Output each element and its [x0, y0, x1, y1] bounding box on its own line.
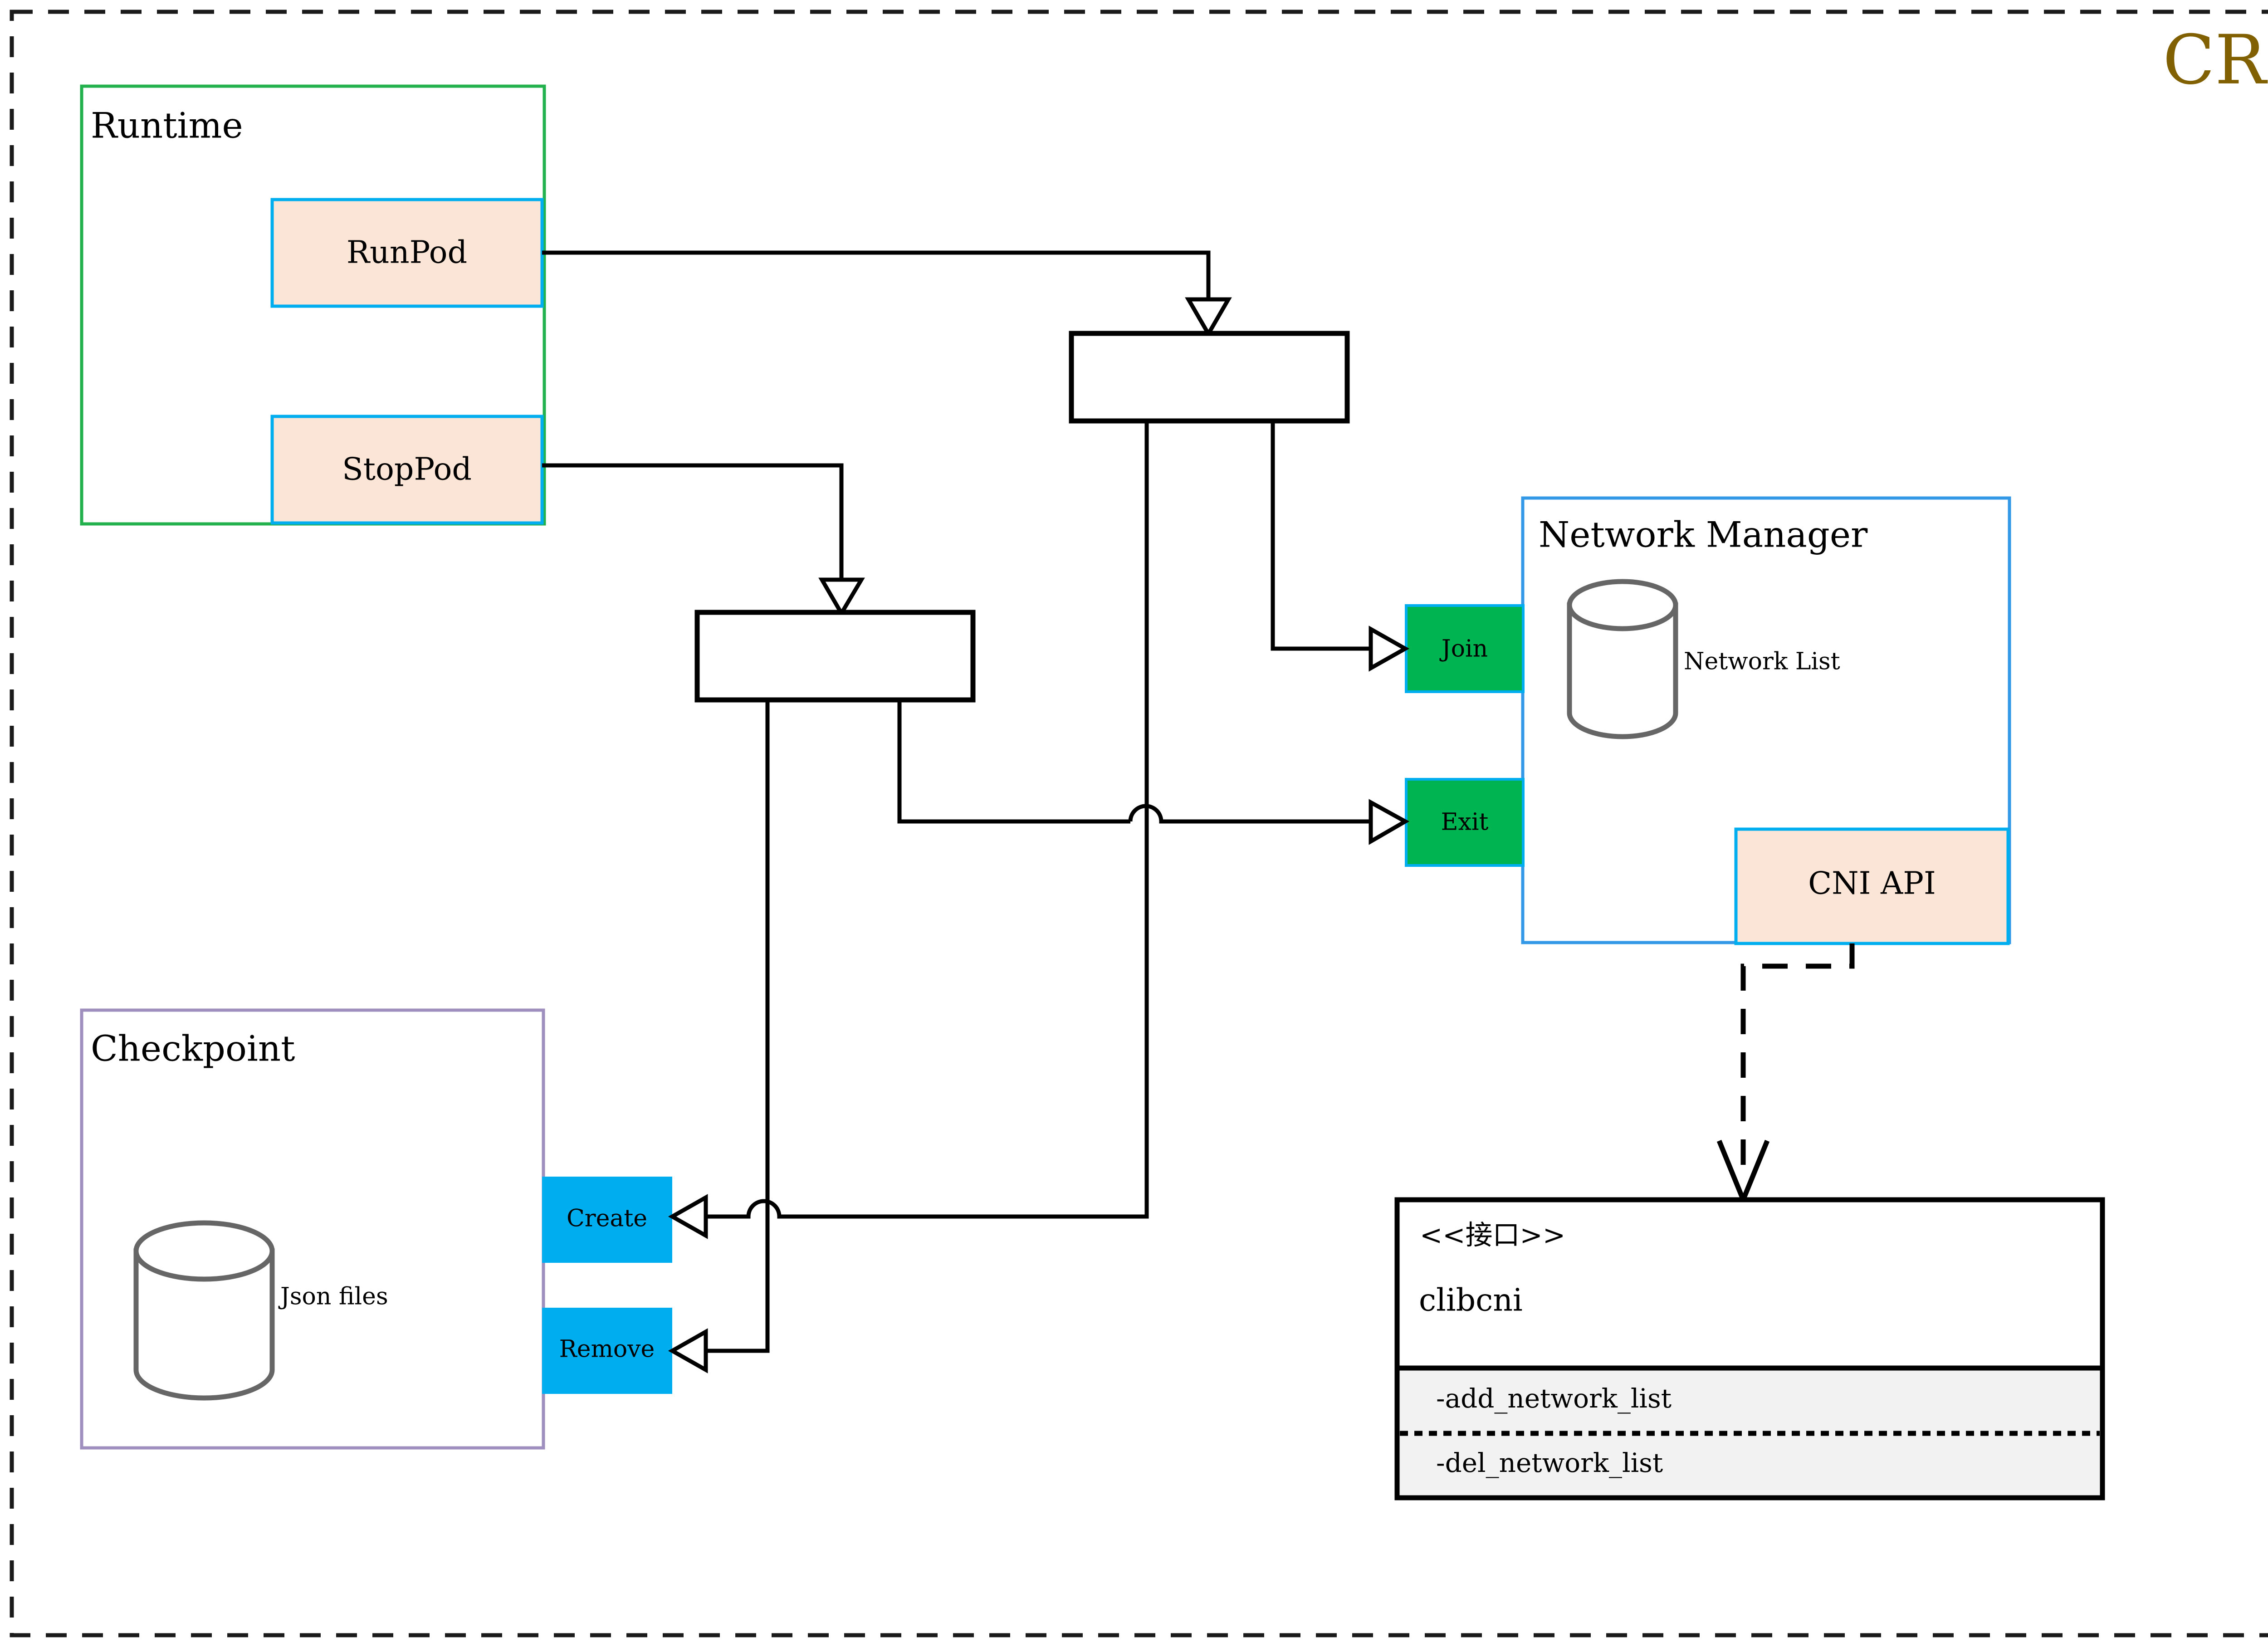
json-files-label: Json files	[278, 1283, 388, 1310]
exit-label: Exit	[1441, 809, 1489, 836]
arrowhead-join	[1369, 626, 1410, 672]
page-title: CRI	[2163, 21, 2268, 100]
stop-pod-node[interactable]	[270, 415, 544, 525]
edge-hop-create	[702, 1199, 797, 1219]
join-label: Join	[1439, 635, 1488, 663]
arrowhead-remove	[668, 1328, 708, 1373]
edge-cniapi-to-clibcni	[1740, 943, 1855, 1166]
edge-stoppod-to-fork-lower	[542, 463, 844, 585]
stop-pod-label: StopPod	[342, 452, 472, 488]
network-list-datastore-icon	[1567, 579, 1678, 739]
edge-fork-upper-to-create	[797, 421, 1149, 1219]
checkpoint-label: Checkpoint	[91, 1029, 295, 1070]
join-node[interactable]	[1405, 604, 1525, 693]
clibcni-method-1: -del_network_list	[1436, 1447, 1663, 1478]
fork-join-bar-lower	[694, 610, 976, 703]
remove-node[interactable]	[542, 1308, 672, 1394]
clibcni-stereotype: <<接口>>	[1420, 1220, 1565, 1251]
edge-fork-lower-to-exit	[897, 700, 1130, 824]
arrowhead-create	[668, 1194, 708, 1239]
cni-api-node[interactable]	[1734, 827, 2010, 945]
arrowhead-exit	[1369, 799, 1410, 845]
run-pod-label: RunPod	[347, 235, 467, 271]
runtime-label: Runtime	[91, 106, 243, 147]
network-manager-label: Network Manager	[1539, 515, 1868, 556]
clibcni-name: clibcni	[1419, 1283, 1523, 1319]
create-label: Create	[567, 1205, 647, 1232]
clibcni-method-0: -add_network_list	[1436, 1383, 1672, 1414]
edge-fork-upper-to-join	[1271, 421, 1374, 651]
edge-runpod-to-fork-upper	[542, 250, 1211, 305]
arrowhead-stoppod-fork	[818, 577, 865, 617]
network-list-label: Network List	[1684, 648, 1840, 675]
fork-join-bar-upper	[1069, 331, 1350, 424]
edge-hop-exit	[1128, 804, 1374, 824]
cni-api-label: CNI API	[1808, 866, 1936, 902]
arrowhead-runpod-fork	[1185, 297, 1232, 338]
remove-label: Remove	[559, 1336, 655, 1363]
cri-boundary	[10, 10, 2268, 1637]
json-files-datastore-icon	[133, 1220, 275, 1401]
edge-fork-lower-to-remove	[702, 700, 770, 1353]
create-node[interactable]	[542, 1177, 672, 1263]
